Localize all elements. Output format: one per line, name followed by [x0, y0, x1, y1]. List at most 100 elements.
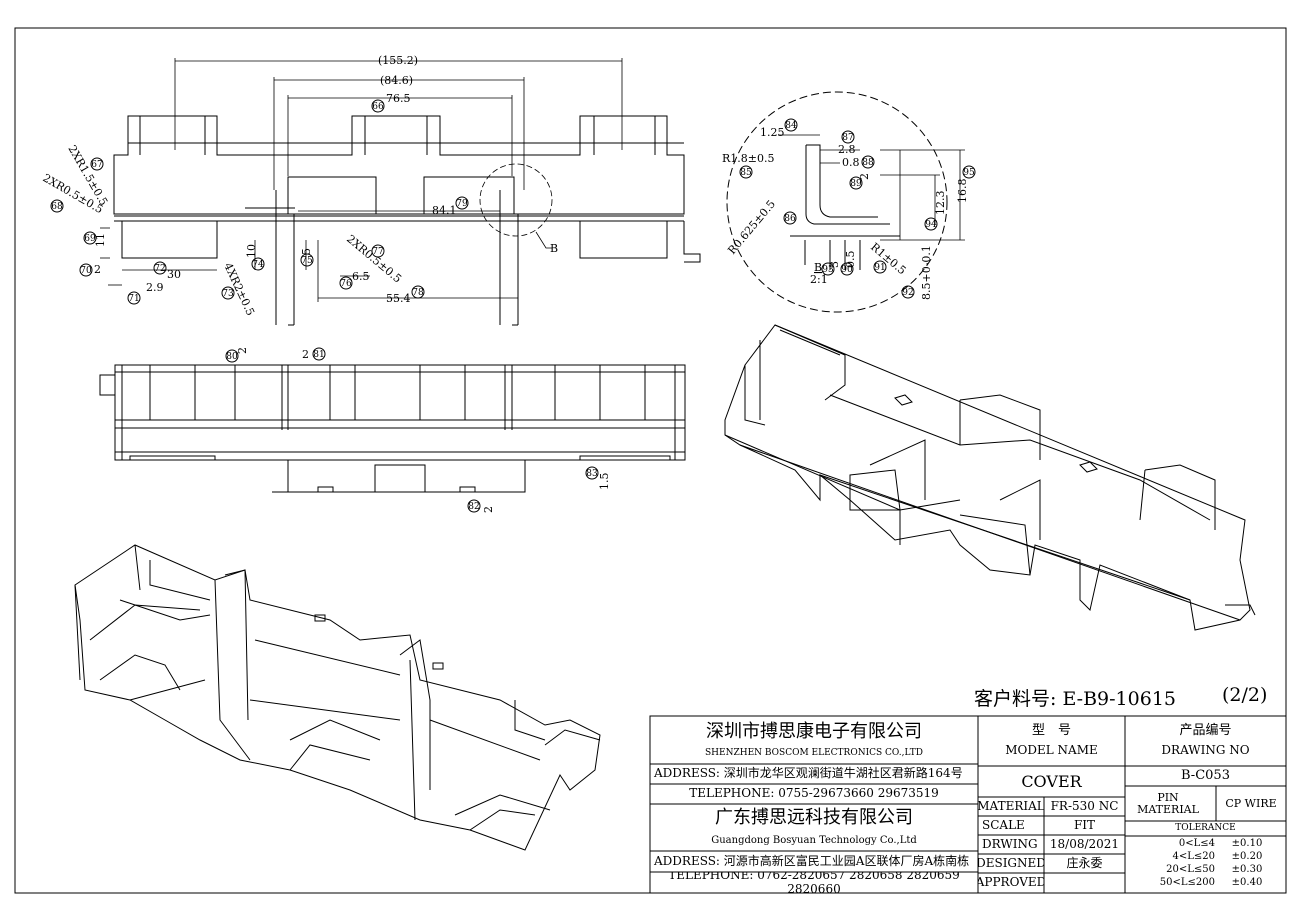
- material-label: MATERIAL: [978, 798, 1044, 813]
- svg-text:84: 84: [785, 121, 797, 131]
- balloon-69: 69: [83, 231, 97, 245]
- dim-6-5: 6.5: [352, 270, 370, 283]
- balloon-91: 91: [873, 260, 887, 274]
- balloon-92: 92: [901, 285, 915, 299]
- dim-2: 2: [94, 263, 101, 276]
- balloon-82: 82: [467, 499, 481, 513]
- balloon-83: 83: [585, 466, 599, 480]
- balloon-85: 85: [739, 165, 753, 179]
- balloon-87: 87: [841, 130, 855, 144]
- svg-text:81: 81: [313, 350, 324, 360]
- drawing-date-value: 18/08/2021: [1049, 836, 1120, 851]
- pin-material-value: CP WIRE: [1225, 796, 1277, 810]
- dim-76-5: 76.5: [386, 92, 411, 105]
- dim-front-2a: 2: [236, 347, 249, 354]
- balloon-72: 72: [153, 261, 167, 275]
- svg-text:94: 94: [925, 220, 937, 230]
- title-block-grid: [649, 715, 1287, 894]
- svg-text:70: 70: [80, 266, 92, 276]
- balloon-71: 71: [127, 291, 141, 305]
- isometric-view-top: [724, 324, 1256, 631]
- svg-text:74: 74: [252, 260, 264, 270]
- detail-b-scale: 2:1: [810, 273, 828, 286]
- balloon-76: 76: [339, 276, 353, 290]
- balloon-77: 77: [371, 244, 385, 258]
- designed-value: 庄永委: [1066, 855, 1103, 870]
- svg-text:76: 76: [340, 279, 352, 289]
- approved-label: APPROVED: [978, 875, 1044, 890]
- dim-2-b: 2: [858, 173, 871, 180]
- dimension-texts: (155.2) (84.6) 76.5 84.1 2XR1.5±0.5 2XR0…: [41, 54, 970, 513]
- dim-155-2: (155.2): [378, 54, 418, 67]
- model-name-en: MODEL NAME: [1005, 743, 1098, 758]
- svg-text:91: 91: [874, 263, 885, 273]
- model-value: COVER: [1021, 771, 1082, 791]
- svg-text:87: 87: [842, 133, 854, 143]
- balloon-73: 73: [221, 286, 235, 300]
- svg-text:88: 88: [862, 158, 874, 168]
- balloon-95: 95: [962, 165, 976, 179]
- company-address-2: ADDRESS: 河源市高新区富民工业园A区联体厂房A栋南栋: [654, 853, 970, 868]
- scale-label: SCALE: [982, 817, 1025, 832]
- drawing-no-en: DRAWING NO: [1161, 743, 1250, 758]
- dim-r1-8: R1.8±0.5: [722, 152, 775, 165]
- drawing-no-cn: 产品编号: [1179, 722, 1232, 738]
- detail-b-label: B: [814, 261, 822, 274]
- svg-text:86: 86: [784, 214, 796, 224]
- tolerance-value-2: ±0.20: [1231, 851, 1263, 862]
- svg-text:75: 75: [301, 256, 313, 266]
- tolerance-range-4: 50<L≤200: [1159, 877, 1215, 888]
- approved-value: [1044, 873, 1125, 893]
- balloon-81: 81: [312, 347, 326, 361]
- pin-material-label: PIN MATERIAL: [1137, 790, 1199, 816]
- tolerance-range-3: 20<L≤50: [1166, 864, 1215, 875]
- balloon-94: 94: [924, 217, 938, 231]
- front-view: [99, 364, 686, 493]
- company-telephone-2: TELEPHONE: 0762-2820657 2820658 2820659 …: [668, 872, 960, 893]
- tolerance-value-3: ±0.30: [1231, 864, 1263, 875]
- svg-text:72: 72: [154, 264, 165, 274]
- detail-b-callout: B: [550, 242, 558, 255]
- balloon-88: 88: [861, 155, 875, 169]
- balloons: 67 68 69 70 71 72 73 74 75 76 77 78 79 6…: [50, 99, 976, 513]
- svg-text:77: 77: [372, 247, 384, 257]
- balloon-67: 67: [90, 157, 104, 171]
- dim-1-25: 1.25: [760, 126, 785, 139]
- dim-11: 11: [94, 233, 107, 247]
- dim-84-6: (84.6): [380, 74, 413, 87]
- dim-55-4: 55.4: [386, 292, 411, 305]
- tolerance-value-1: ±0.10: [1231, 838, 1263, 849]
- model-name-cn: 型 号: [1031, 722, 1071, 738]
- dim-0-8: 0.8: [842, 156, 860, 169]
- tolerance-value-4: ±0.40: [1231, 877, 1263, 888]
- dim-front-2b: 2: [302, 348, 309, 361]
- svg-text:73: 73: [222, 289, 234, 299]
- detail-b-view: [726, 91, 965, 313]
- sheet-number: (2/2): [1222, 684, 1268, 706]
- dim-2-8: 2.8: [838, 143, 856, 156]
- company-address-1: ADDRESS: 深圳市龙华区观澜街道牛湖社区君新路164号: [654, 766, 963, 781]
- svg-text:85: 85: [740, 168, 752, 178]
- svg-text:93: 93: [822, 265, 834, 275]
- dim-5: 5: [300, 248, 313, 255]
- dim-16-8: 16.8: [956, 179, 969, 204]
- svg-text:66: 66: [372, 102, 384, 112]
- svg-text:78: 78: [412, 288, 424, 298]
- svg-text:90: 90: [841, 265, 853, 275]
- dim-r0-625: R0.625±0.5: [725, 198, 778, 257]
- drawing-date-label: DRWING: [982, 836, 1038, 851]
- dim-8-5: 8.5+0-0.1: [920, 245, 933, 300]
- dim-12-3: 12.3: [934, 191, 947, 216]
- balloon-66: 66: [371, 99, 385, 113]
- balloon-75: 75: [300, 253, 314, 267]
- balloon-78: 78: [411, 285, 425, 299]
- tolerance-label: TOLERANCE: [1175, 823, 1236, 834]
- customer-part-number: 客户料号: E-B9-10615: [974, 688, 1176, 710]
- isometric-view-bottom: [74, 544, 601, 851]
- svg-text:92: 92: [902, 288, 913, 298]
- balloon-84: 84: [784, 118, 798, 132]
- svg-text:80: 80: [226, 352, 238, 362]
- company-telephone-1: TELEPHONE: 0755-29673660 29673519: [689, 786, 939, 801]
- svg-text:68: 68: [51, 202, 63, 212]
